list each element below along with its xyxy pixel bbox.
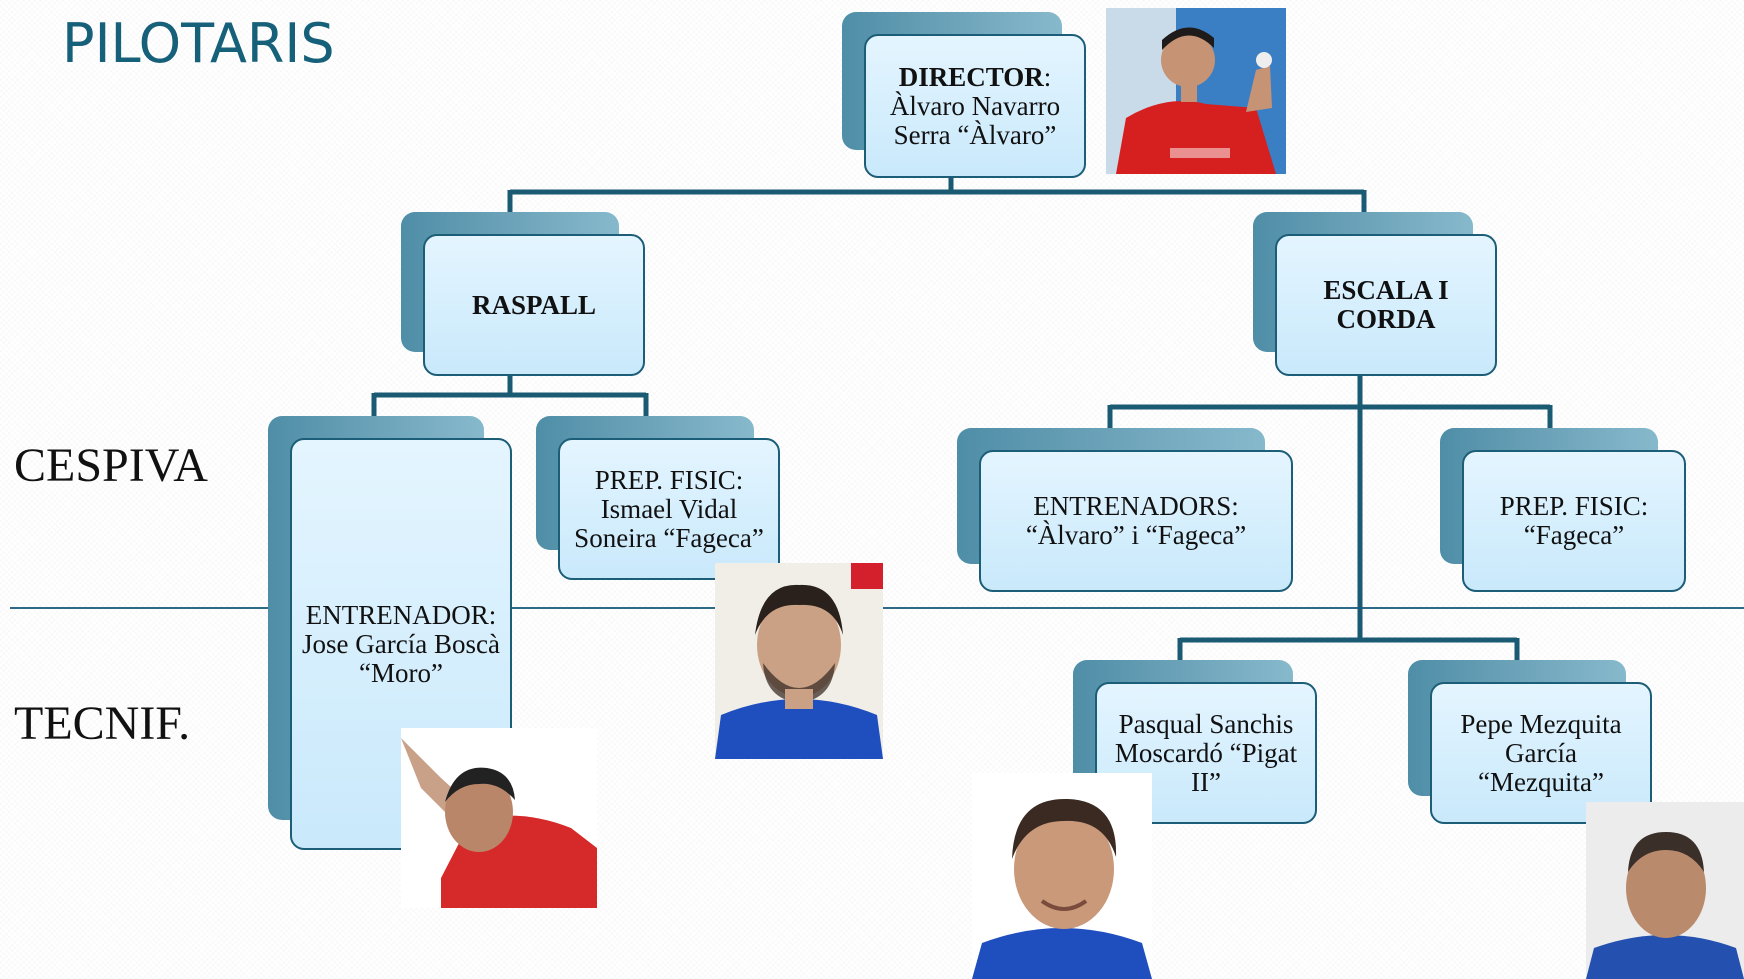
- pigat-photo: [972, 773, 1152, 979]
- escala-label: ESCALA I CORDA: [1323, 275, 1449, 334]
- label-tecnif: TECNIF.: [14, 697, 191, 750]
- raspall-entrenador-name: Jose García Boscà “Moro”: [302, 628, 500, 688]
- tecnif-pigat-name: Pasqual Sanchis Moscardó “Pigat II”: [1114, 708, 1298, 797]
- tecnif-mezquita-name: Pepe Mezquita García “Mezquita”: [1460, 708, 1622, 797]
- slide-title: PILOTARIS: [62, 12, 335, 75]
- moro-photo: [401, 728, 597, 908]
- escala-prep-name: “Fageca”: [1523, 520, 1625, 550]
- director-name: Àlvaro Navarro Serra “Àlvaro”: [889, 90, 1061, 150]
- raspall-entrenador-role: ENTRENADOR:: [305, 599, 497, 630]
- escala-entrenadors-role: ENTRENADORS:: [1033, 491, 1239, 521]
- director-role: DIRECTOR: [898, 61, 1044, 92]
- label-cespiva: CESPIVA: [14, 439, 208, 492]
- raspall-prep-role: PREP. FISIC:: [594, 464, 744, 495]
- escala-prep-role: PREP. FISIC:: [1499, 491, 1649, 521]
- fageca-photo: [715, 563, 883, 759]
- director-photo: [1106, 8, 1286, 174]
- mezquita-photo: [1586, 802, 1744, 979]
- escala-entrenadors-name: “Àlvaro” i “Fageca”: [1025, 520, 1247, 550]
- raspall-label: RASPALL: [471, 289, 597, 320]
- raspall-prep-name: Ismael Vidal Soneira “Fageca”: [574, 493, 764, 553]
